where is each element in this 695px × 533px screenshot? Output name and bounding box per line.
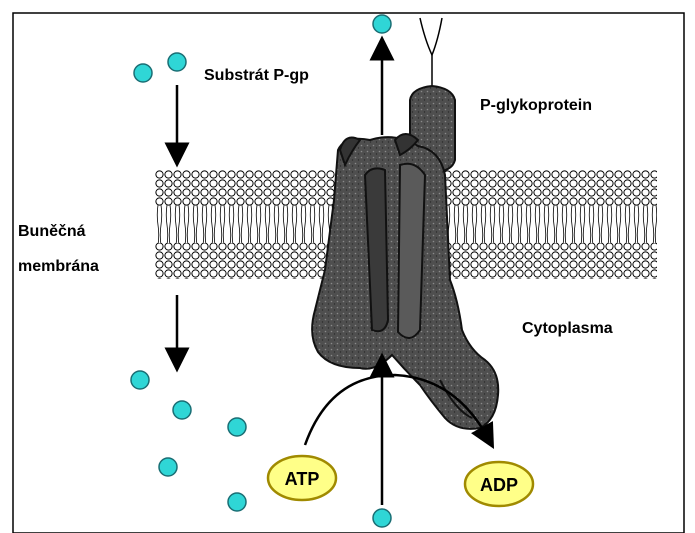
adp-label: ADP	[480, 475, 518, 495]
molecule	[228, 493, 246, 511]
molecule	[159, 458, 177, 476]
substrate-label: Substrát P-gp	[204, 67, 309, 84]
membrane-label-line1: Buněčná	[18, 223, 86, 240]
adp-badge: ADP	[465, 462, 533, 506]
cytoplasm-label: Cytoplasma	[522, 320, 613, 337]
membrane-label-line2: membrána	[18, 258, 99, 275]
molecule	[134, 64, 152, 82]
molecule	[373, 15, 391, 33]
molecule	[173, 401, 191, 419]
molecule	[373, 509, 391, 527]
atp-label: ATP	[285, 469, 320, 489]
molecule	[131, 371, 149, 389]
atp-badge: ATP	[268, 456, 336, 500]
protein-label: P-glykoprotein	[480, 97, 592, 114]
molecule	[168, 53, 186, 71]
molecule	[228, 418, 246, 436]
